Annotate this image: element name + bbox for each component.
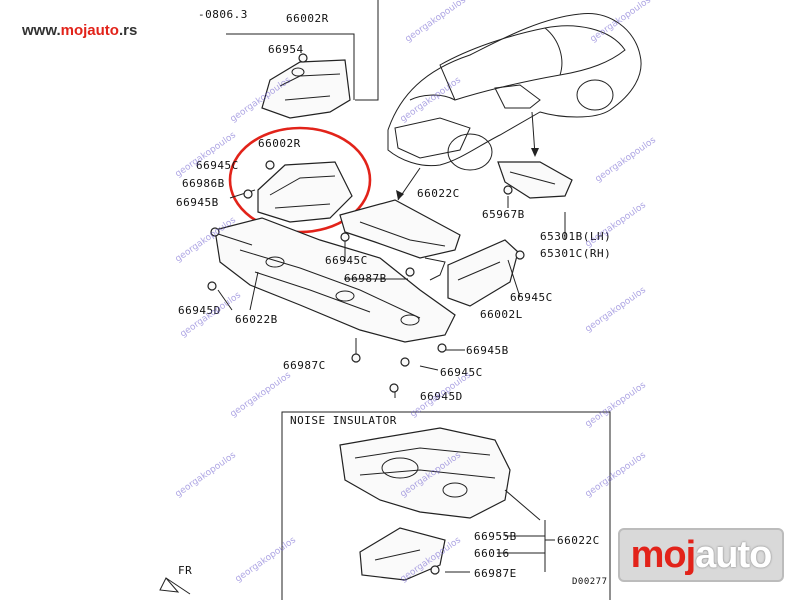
label-66945D-b: 66945D [420, 390, 463, 403]
part-noise-insulator [339, 427, 511, 519]
label-65967B: 65967B [482, 208, 525, 221]
part-66002L [447, 239, 519, 307]
label-66022B: 66022B [235, 313, 278, 326]
part-66002R-mid [257, 161, 353, 223]
label-66002R-mid: 66002R [258, 137, 301, 150]
part-66016 [359, 527, 446, 581]
noise-insulator-frame [281, 411, 611, 600]
section-title: NOISE INSULATOR [290, 414, 397, 427]
label-66945C-b: 66945C [325, 254, 368, 267]
label-66002L: 66002L [480, 308, 523, 321]
label-65301B: 65301B(LH) [540, 230, 611, 243]
part-66022C-upper [339, 199, 461, 281]
diagram-code: D00277 [572, 577, 608, 587]
site-url[interactable]: www.mojauto.rs [22, 22, 138, 39]
label-66945C-d: 66945C [440, 366, 483, 379]
fr-label: FR [178, 564, 192, 577]
label-66987B: 66987B [344, 272, 387, 285]
version-note: -0806.3 [198, 8, 248, 21]
label-66955B: 66955B [474, 530, 517, 543]
label-66022C-b: 66022C [557, 534, 600, 547]
part-65301 [497, 161, 573, 199]
part-66022B [214, 217, 456, 343]
label-66987E: 66987E [474, 567, 517, 580]
label-66016: 66016 [474, 547, 510, 560]
label-66945D-a: 66945D [178, 304, 221, 317]
label-66986B: 66986B [182, 177, 225, 190]
fasteners [207, 53, 525, 393]
label-66987C: 66987C [283, 359, 326, 372]
label-66022C-a: 66022C [417, 187, 460, 200]
part-66002R-top [261, 59, 351, 119]
noise-leader-lines [430, 489, 555, 575]
car-outline [387, 13, 642, 171]
label-65301C: 65301C(RH) [540, 247, 611, 260]
label-66945B-b: 66945B [466, 344, 509, 357]
label-66945C-c: 66945C [510, 291, 553, 304]
label-66002R-top: 66002R [286, 12, 329, 25]
label-66945C-a: 66945C [196, 159, 239, 172]
label-66945B-a: 66945B [176, 196, 219, 209]
top-inset-frame [226, 0, 379, 101]
label-66954: 66954 [268, 43, 304, 56]
fr-arrow [159, 577, 191, 595]
